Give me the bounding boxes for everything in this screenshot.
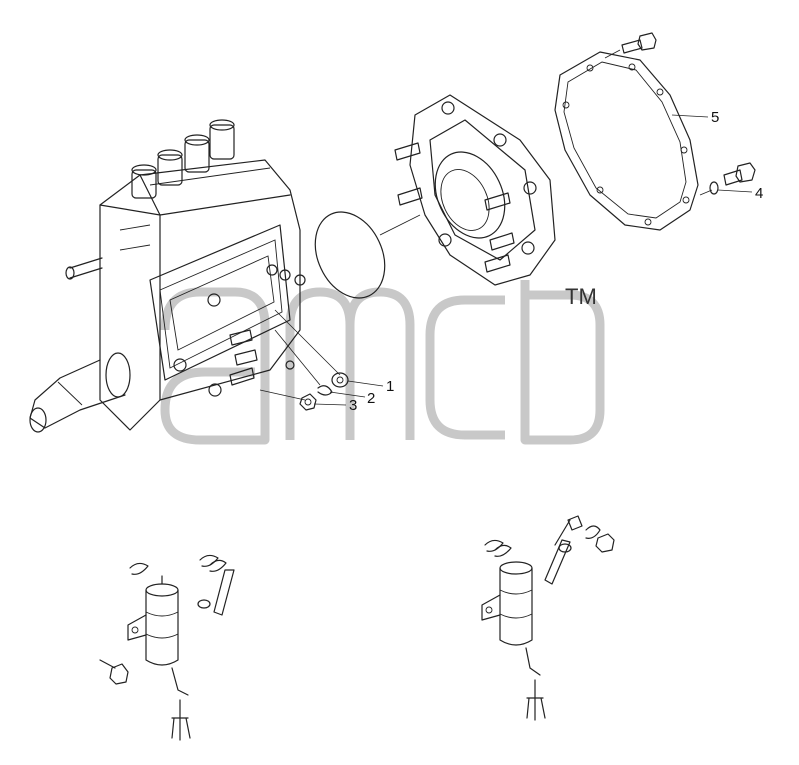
drive-shaft bbox=[29, 352, 131, 433]
fastener-group-1-2-3 bbox=[299, 372, 349, 411]
callout-2: 2 bbox=[367, 390, 375, 407]
washer-1 bbox=[331, 372, 349, 388]
watermark-logo bbox=[160, 280, 605, 445]
bolt-top bbox=[621, 32, 657, 54]
adapter-flange bbox=[394, 94, 556, 286]
o-ring bbox=[314, 211, 386, 299]
stop-solenoid-left bbox=[99, 554, 235, 741]
callout-5: 5 bbox=[711, 109, 719, 126]
spring-washer-2 bbox=[317, 385, 333, 396]
gasket-5 bbox=[554, 51, 699, 231]
nut-3 bbox=[299, 393, 317, 411]
stop-solenoid-right bbox=[481, 515, 615, 721]
injection-pump bbox=[29, 119, 306, 433]
trademark-mark: TM bbox=[565, 284, 597, 309]
bolt-and-washer-4 bbox=[709, 162, 756, 195]
callout-3: 3 bbox=[349, 397, 357, 414]
callout-4: 4 bbox=[755, 185, 763, 202]
delivery-valves bbox=[131, 119, 235, 199]
washer-4 bbox=[709, 181, 719, 195]
callout-1: 1 bbox=[386, 378, 394, 395]
